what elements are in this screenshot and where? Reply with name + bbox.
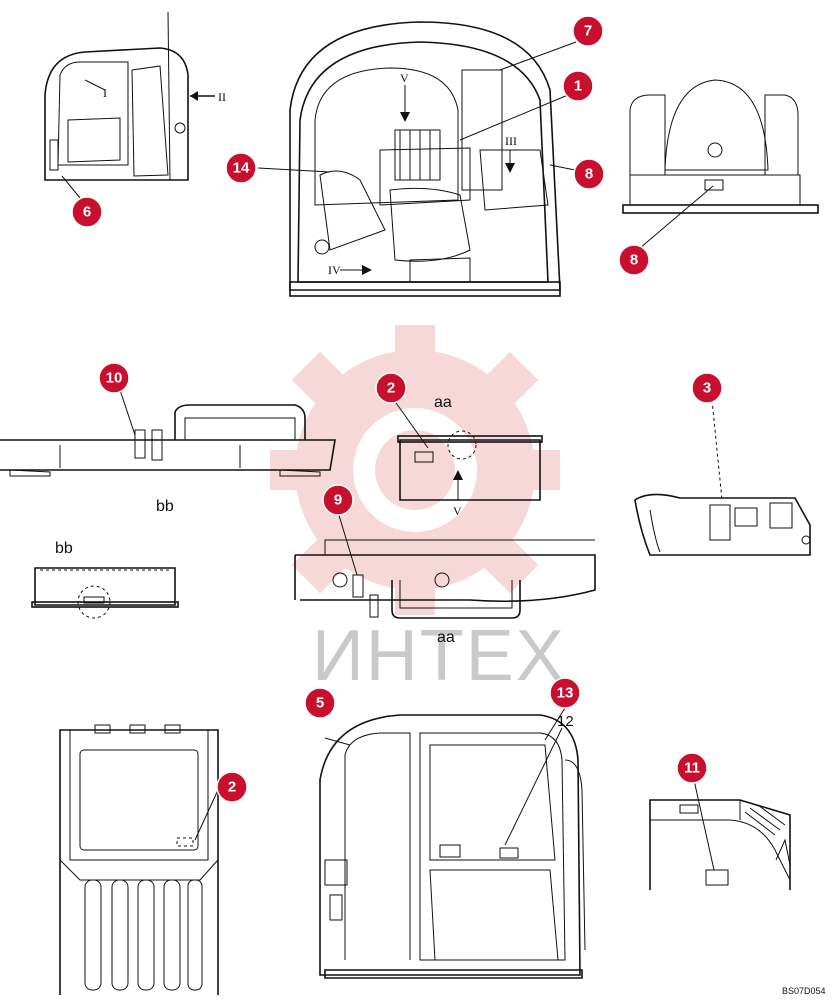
callout-5: 5: [304, 687, 336, 719]
callout-11: 11: [676, 752, 708, 784]
view-mark-ii: II: [218, 90, 226, 104]
svg-text:8: 8: [585, 166, 593, 183]
aa-detail-view: V aa: [393, 394, 543, 518]
bb-detail-view: bb: [31, 540, 179, 619]
svg-text:6: 6: [83, 204, 91, 221]
seat-rear-view: [622, 79, 819, 249]
side-console-view: [634, 399, 811, 556]
cab-rear-view: [59, 724, 219, 995]
callout-2: 2: [375, 372, 407, 404]
callout-13: 13: [549, 677, 581, 709]
callout-2: 2: [216, 771, 248, 803]
callout-8: 8: [618, 244, 650, 276]
view-mark-v: V: [400, 71, 409, 85]
svg-text:2: 2: [228, 779, 236, 796]
cab-exterior-view: I II: [44, 11, 226, 199]
rear-panel-view: [649, 779, 791, 890]
watermark-text: ИНТЕХ: [312, 616, 566, 696]
cab-door-view: 12: [319, 707, 586, 979]
svg-text:11: 11: [684, 760, 700, 777]
svg-text:7: 7: [584, 23, 592, 40]
cab-interior-view: V III IV: [257, 21, 577, 297]
callout-6: 6: [71, 196, 103, 228]
view-mark-iv: IV: [328, 263, 341, 277]
svg-text:14: 14: [233, 160, 250, 177]
section-label-bb-top: bb: [156, 498, 174, 515]
section-label-aa-top: aa: [434, 394, 452, 411]
callout-7: 7: [572, 15, 604, 47]
svg-text:10: 10: [106, 370, 123, 387]
view-mark-iii: III: [505, 134, 517, 148]
callout-1: 1: [562, 70, 594, 102]
callout-3: 3: [691, 372, 723, 404]
svg-text:9: 9: [334, 492, 342, 509]
svg-text:2: 2: [387, 380, 395, 397]
section-label-bb-bottom: bb: [55, 540, 73, 557]
callout-14: 14: [225, 152, 257, 184]
section-label-aa-bottom: aa: [437, 629, 455, 646]
section-aa-view: aa: [294, 511, 596, 646]
svg-text:3: 3: [703, 380, 711, 397]
svg-text:13: 13: [557, 685, 574, 702]
svg-text:8: 8: [630, 252, 638, 269]
svg-text:1: 1: [574, 78, 582, 95]
svg-text:5: 5: [316, 695, 324, 712]
drawing-code: BS07D054: [782, 986, 826, 996]
callout-8: 8: [573, 158, 605, 190]
callout-10: 10: [98, 362, 130, 394]
view-mark-v2: V: [453, 504, 462, 518]
callout-9: 9: [322, 484, 354, 516]
view-mark-i: I: [103, 86, 107, 100]
section-bb-view: bb: [0, 383, 336, 515]
part-number-12: 12: [557, 713, 574, 730]
